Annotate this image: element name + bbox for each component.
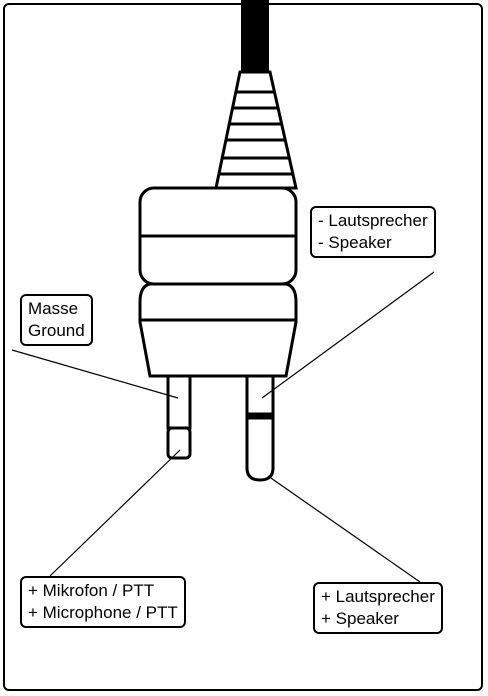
label-ground-line1: Masse <box>28 299 79 318</box>
label-ground: Masse Ground <box>20 294 93 346</box>
label-minus-speaker-line1: - Lautsprecher <box>318 211 428 230</box>
leader-lines <box>11 271 435 583</box>
label-mic-ptt-line1: + Mikrofon / PTT <box>28 581 155 600</box>
label-mic-ptt-line2: + Microphone / PTT <box>28 603 178 622</box>
label-minus-speaker: - Lautsprecher - Speaker <box>310 206 436 258</box>
pin-right <box>245 374 275 482</box>
label-minus-speaker-line2: - Speaker <box>318 233 392 252</box>
label-plus-speaker-line2: + Speaker <box>321 609 399 628</box>
plug-body-lower <box>138 282 298 378</box>
label-ground-line2: Ground <box>28 321 85 340</box>
label-plus-speaker-line1: + Lautsprecher <box>321 587 435 606</box>
pin-left <box>166 374 192 460</box>
cable <box>241 0 269 72</box>
label-mic-ptt: + Mikrofon / PTT + Microphone / PTT <box>20 576 186 628</box>
strain-relief <box>214 70 298 190</box>
label-plus-speaker: + Lautsprecher + Speaker <box>313 582 443 634</box>
